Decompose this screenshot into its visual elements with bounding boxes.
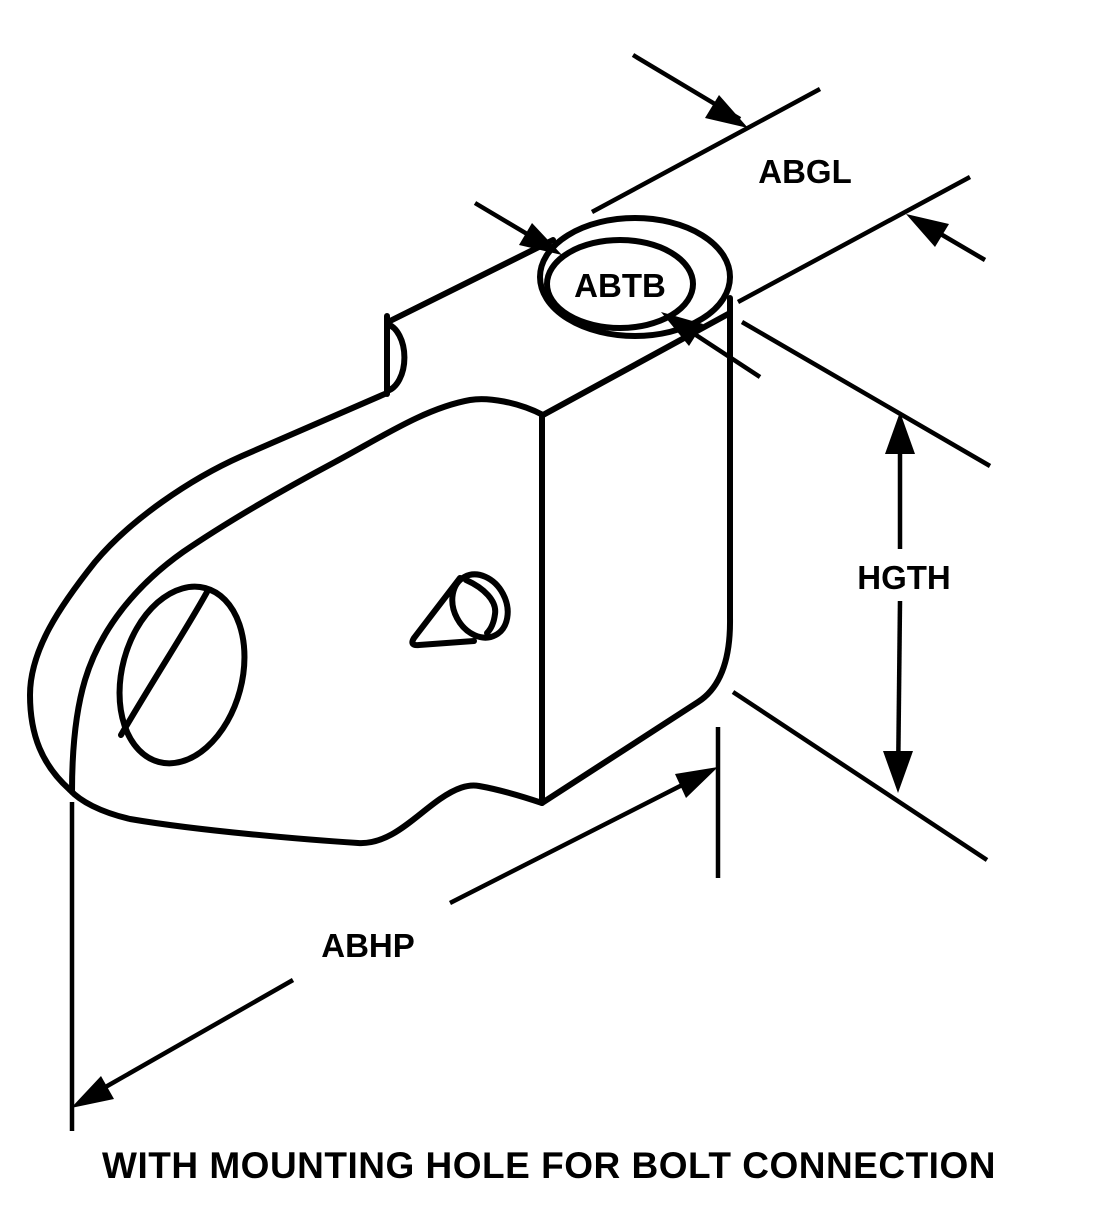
mounting-hole-depth-arc [118,589,210,738]
abtb-dimension: ABTB [473,201,762,379]
top-bore-ellipse [544,237,696,331]
hgth-extension-line-bottom [731,690,989,862]
hgth-extension-line-top [740,320,992,468]
hgth-dimension: HGTH [731,320,992,862]
abhp-label: ABHP [321,927,415,964]
hgth-label: HGTH [857,559,951,596]
small-hole-rim-ellipse [449,571,511,641]
abgl-extension-line-left [590,87,822,214]
abgl-extension-line-right [736,175,972,304]
abgl-dimension: ABGL [590,53,987,304]
small-hole-wedge [409,575,477,649]
boss-top-outer-ellipse [537,215,733,339]
abtb-label: ABTB [574,267,666,304]
abhp-arrowhead-left [71,1076,114,1108]
arm-upper-silhouette [27,390,390,793]
drawing-caption: WITH MOUNTING HOLE FOR BOLT CONNECTION [102,1145,996,1186]
abgl-label: ABGL [758,153,852,190]
small-hole-inner-arc [463,577,499,636]
abhp-dim-line-left [93,978,295,1095]
bottom-edge [67,782,545,847]
back-left-top-edge [385,237,556,325]
part-outline [27,215,734,847]
abhp-dimension: ABHP [69,727,721,1131]
abtb-arrowhead-left [519,223,562,255]
mounting-hole-ellipse [116,583,248,767]
right-edge-and-corner [539,295,734,806]
notch-arc [384,321,408,394]
abgl-arrowhead-left [705,95,748,128]
abtb-arrowhead-right [661,312,703,346]
hgth-arrowhead-down [883,751,913,793]
abhp-arrowhead-right [675,767,718,798]
abhp-dim-line-right [448,777,694,906]
hgth-arrowhead-up [885,412,915,454]
abgl-arrowhead-right [906,214,949,247]
arm-front-contour [69,396,546,795]
